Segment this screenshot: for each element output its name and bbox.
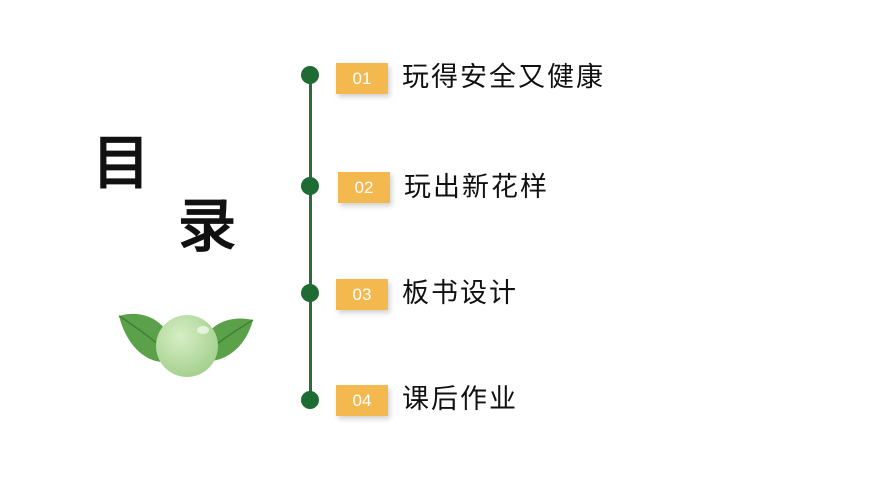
menu-number-badge-3: 03 bbox=[336, 279, 388, 310]
timeline-dot-2 bbox=[301, 177, 319, 195]
leaf-orb-icon bbox=[118, 313, 254, 377]
menu-item-2-label[interactable]: 玩出新花样 bbox=[404, 172, 549, 203]
title-char-mu: 目 bbox=[92, 129, 151, 197]
menu-number-badge-1: 01 bbox=[336, 63, 388, 94]
menu-item-3-label[interactable]: 板书设计 bbox=[402, 278, 518, 309]
timeline-line bbox=[309, 75, 312, 401]
title-char-lu: 录 bbox=[178, 192, 237, 260]
menu-number-badge-2: 02 bbox=[338, 172, 390, 203]
timeline-dot-1 bbox=[301, 66, 319, 84]
menu-item-1-label[interactable]: 玩得安全又健康 bbox=[402, 62, 605, 93]
menu-item-4-label[interactable]: 课后作业 bbox=[402, 384, 518, 415]
menu-number-badge-4: 04 bbox=[336, 385, 388, 416]
timeline-dot-3 bbox=[301, 284, 319, 302]
timeline-dot-4 bbox=[301, 391, 319, 409]
